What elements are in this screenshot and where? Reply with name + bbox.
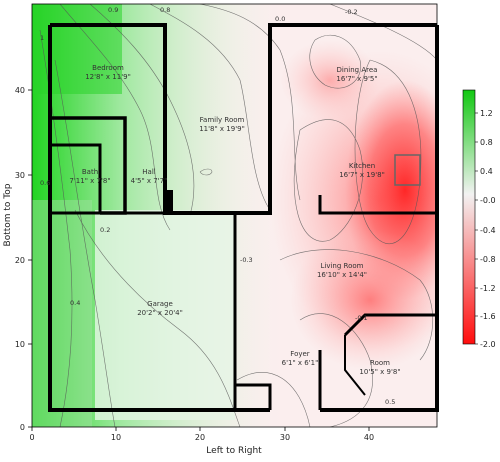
y-tick-label: 20: [15, 256, 25, 265]
colorbar-tick-label: 0.4: [480, 167, 493, 176]
contour-label: 0.9: [108, 6, 118, 14]
plot-frame: [31, 3, 438, 428]
room-dims: 4'5" x 7'7": [131, 177, 168, 185]
x-axis-label: Left to Right: [206, 446, 262, 456]
room-dims: 12'8" x 11'9": [85, 73, 131, 81]
contour-lines: [39, 4, 437, 427]
x-tick-label: 10: [111, 433, 121, 442]
heatmap-field: [32, 4, 437, 427]
colorbar-tick-label: -1.2: [480, 284, 496, 293]
colorbar: 1.2 0.8 0.4 -0.0 -0.4 -0.8 -1.2 -1.6 -2.…: [462, 89, 496, 349]
contour-label: -0.2: [345, 8, 358, 16]
x-tick-label: 30: [280, 433, 290, 442]
room-dims: 16'10" x 14'4": [317, 271, 367, 279]
room-dims: 7'11" x 7'8": [69, 177, 110, 185]
room-label: Kitchen: [349, 162, 375, 170]
room-label: Foyer: [290, 350, 310, 358]
room-dims: 11'8" x 19'9": [199, 125, 245, 133]
room-label: Bedroom: [92, 64, 124, 72]
room-dims: 20'2" x 20'4": [137, 309, 183, 317]
room-labels: Bedroom 12'8" x 11'9" Family Room 11'8" …: [69, 64, 400, 376]
room-label: Family Room: [200, 116, 245, 124]
contour-label: -0.1: [355, 314, 368, 322]
contour-label: 0.8: [160, 6, 170, 14]
x-tick-label: 40: [364, 433, 374, 442]
y-tick-label: 40: [15, 86, 25, 95]
contour-label: 0.2: [100, 226, 110, 234]
contour-label: 0.4: [70, 299, 80, 307]
colorbar-tick-label: -2.0: [480, 340, 496, 349]
colorbar-tick-label: -1.6: [480, 312, 496, 321]
room-dims: 16'7" x 9'5": [336, 75, 377, 83]
room-label: Room: [370, 359, 390, 367]
room-label: Hall: [142, 168, 155, 176]
colorbar-tick-label: -0.0: [480, 196, 496, 205]
room-label: Living Room: [321, 262, 364, 270]
x-tick-label: 20: [195, 433, 205, 442]
room-dims: 6'1" x 6'1": [282, 359, 319, 367]
contour-label: 1: [40, 34, 44, 42]
y-tick-label: 10: [15, 340, 25, 349]
contour-value-labels: 0.9 0.8 0.0 -0.2 0.6 0.2 0.4 -0.3 -0.1 0…: [40, 6, 395, 406]
x-tick-label: 0: [29, 433, 34, 442]
colorbar-tick-label: 0.8: [480, 138, 493, 147]
contour-label: 0.0: [275, 15, 285, 23]
contour-label: 0.6: [40, 179, 50, 187]
x-axis: 0 10 20 30 40 Left to Right: [29, 427, 374, 456]
room-label: Bath: [82, 168, 98, 176]
y-tick-label: 0: [20, 423, 25, 432]
room-dims: 16'7" x 19'8": [339, 171, 385, 179]
colorbar-tick-label: -0.4: [480, 226, 496, 235]
room-label: Garage: [147, 300, 173, 308]
colorbar-tick-label: 1.2: [480, 109, 493, 118]
room-dims: 10'5" x 9'8": [359, 368, 400, 376]
y-tick-label: 30: [15, 171, 25, 180]
colorbar-tick-label: -0.8: [480, 255, 496, 264]
y-axis: 0 10 20 30 40 Bottom to Top: [3, 86, 32, 432]
contour-label: 0.5: [385, 398, 395, 406]
contour-label: -0.3: [240, 256, 253, 264]
room-label: Dining Area: [337, 66, 378, 74]
y-axis-label: Bottom to Top: [3, 183, 13, 246]
